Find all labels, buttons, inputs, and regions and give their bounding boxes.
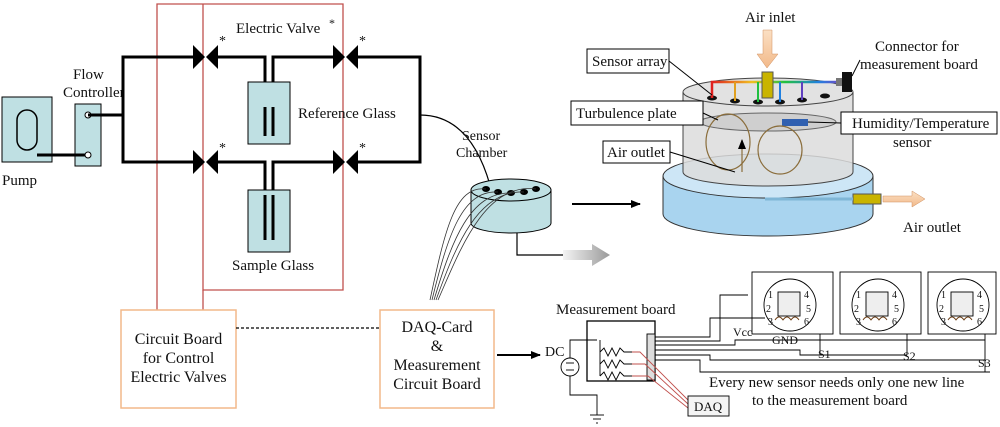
note-line-1: Every new sensor needs only one new line	[709, 375, 965, 391]
svg-text:2: 2	[854, 304, 859, 315]
sensor-array-label: Sensor array	[592, 54, 668, 70]
sample-glass-label: Sample Glass	[232, 258, 314, 274]
air-outlet-arrow	[882, 190, 926, 208]
s2-label: S2	[903, 349, 916, 363]
svg-text:*: *	[329, 16, 335, 30]
electric-valves	[193, 45, 358, 174]
vcc-label: Vcc	[733, 325, 752, 339]
circuit-board-label: Circuit Board for Control Electric Valve…	[130, 331, 227, 386]
humidity-sensor-label-1: Humidity/Temperature	[852, 116, 990, 132]
chamber-feed-line	[419, 114, 491, 186]
daq-card-label: DAQ-Card & Measurement Circuit Board	[393, 319, 481, 393]
sensor-chamber-label-1: Sensor	[462, 129, 500, 144]
s3-label: S3	[978, 356, 991, 370]
sensor-chamber-label-2: Chamber	[456, 146, 508, 161]
reference-glass	[247, 81, 291, 145]
svg-text:3: 3	[856, 317, 861, 328]
measurement-board-circuit	[560, 271, 997, 424]
svg-text:5: 5	[979, 304, 984, 315]
pump	[1, 96, 53, 163]
svg-text:6: 6	[892, 317, 897, 328]
flow-controller-label-1: Flow	[73, 67, 104, 83]
svg-text:6: 6	[977, 317, 982, 328]
pump-label: Pump	[2, 173, 37, 189]
svg-text:3: 3	[941, 317, 946, 328]
svg-text:*: *	[219, 141, 226, 156]
sample-glass	[247, 189, 291, 253]
gnd-label: GND	[772, 333, 798, 347]
svg-text:1: 1	[768, 290, 773, 301]
svg-text:2: 2	[939, 304, 944, 315]
air-inlet-label: Air inlet	[745, 10, 796, 26]
dc-label: DC	[545, 345, 564, 360]
connector-label-2: measurement board	[860, 57, 978, 73]
humidity-sensor-label-2: sensor	[893, 135, 931, 151]
svg-text:4: 4	[892, 290, 897, 301]
svg-text:3: 3	[768, 317, 773, 328]
svg-text:4: 4	[977, 290, 982, 301]
svg-text:1: 1	[856, 290, 861, 301]
flow-controller-label-2: Controller	[63, 85, 125, 101]
svg-text:6: 6	[804, 317, 809, 328]
control-wiring	[156, 3, 344, 310]
svg-text:*: *	[219, 34, 226, 49]
connector-label-1: Connector for	[875, 39, 959, 55]
svg-text:2: 2	[766, 304, 771, 315]
air-outlet-label: Air outlet	[607, 145, 666, 161]
svg-text:5: 5	[806, 304, 811, 315]
note-line-2: to the measurement board	[752, 393, 908, 409]
daq-card-box	[379, 309, 495, 409]
svg-text:*: *	[359, 34, 366, 49]
circuit-board-box	[120, 309, 237, 409]
turbulence-plate-label: Turbulence plate	[576, 106, 677, 122]
reference-glass-label: Reference Glass	[298, 106, 396, 122]
svg-text:1: 1	[941, 290, 946, 301]
measurement-board-label: Measurement board	[556, 302, 676, 318]
sensor-wires	[429, 188, 537, 301]
svg-text:*: *	[359, 141, 366, 156]
sensor-chamber	[470, 178, 552, 234]
outlet-arrow	[563, 244, 610, 266]
svg-text:5: 5	[894, 304, 899, 315]
s1-label: S1	[818, 347, 831, 361]
air-outlet-right-label: Air outlet	[903, 220, 962, 236]
daq-label: DAQ	[694, 399, 723, 414]
svg-text:4: 4	[804, 290, 809, 301]
chamber-detail	[662, 29, 926, 237]
air-inlet-arrow	[756, 29, 779, 69]
electric-valve-label: Electric Valve	[236, 21, 321, 37]
